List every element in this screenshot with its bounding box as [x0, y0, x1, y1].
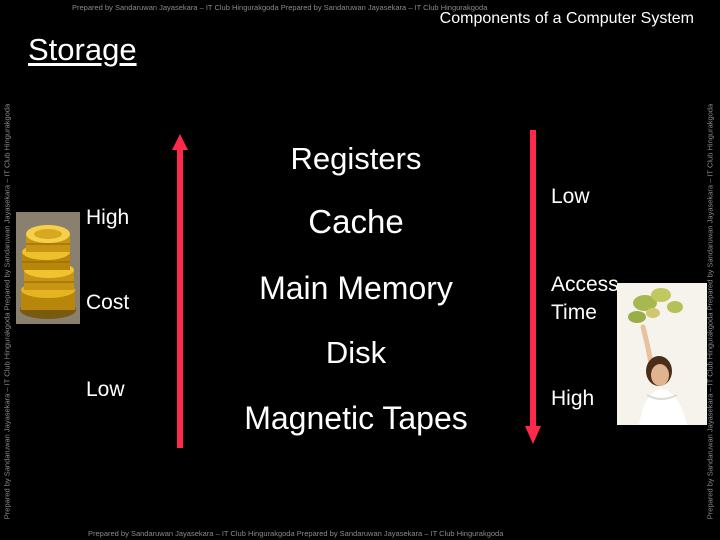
cost-low-label: Low: [86, 378, 125, 401]
cost-up-arrow-icon: [172, 134, 188, 448]
access-down-arrow-icon: [525, 130, 541, 444]
watermark-bottom: Prepared by Sandaruwan Jayasekara – IT C…: [88, 529, 504, 538]
watermark-top: Prepared by Sandaruwan Jayasekara – IT C…: [72, 3, 488, 12]
hierarchy-magnetic-tapes: Magnetic Tapes: [244, 400, 468, 436]
access-low-label: Low: [551, 185, 590, 208]
access-time-label: Access Time: [551, 273, 619, 324]
header-title: Components of a Computer System: [439, 10, 694, 27]
cost-label: Cost: [86, 291, 130, 314]
hierarchy-cache: Cache: [308, 203, 404, 240]
girl-reaching-photo-icon: [617, 283, 707, 425]
access-high-label: High: [551, 387, 595, 410]
watermark-left: Prepared by Sandaruwan Jayasekara – IT C…: [2, 103, 12, 520]
cost-high-label: High: [86, 206, 130, 229]
hierarchy-registers: Registers: [290, 141, 422, 176]
hierarchy-main-memory: Main Memory: [259, 270, 453, 306]
hierarchy-disk: Disk: [325, 335, 387, 370]
slide-title: Storage: [28, 32, 137, 67]
gold-coins-icon: [16, 212, 80, 324]
